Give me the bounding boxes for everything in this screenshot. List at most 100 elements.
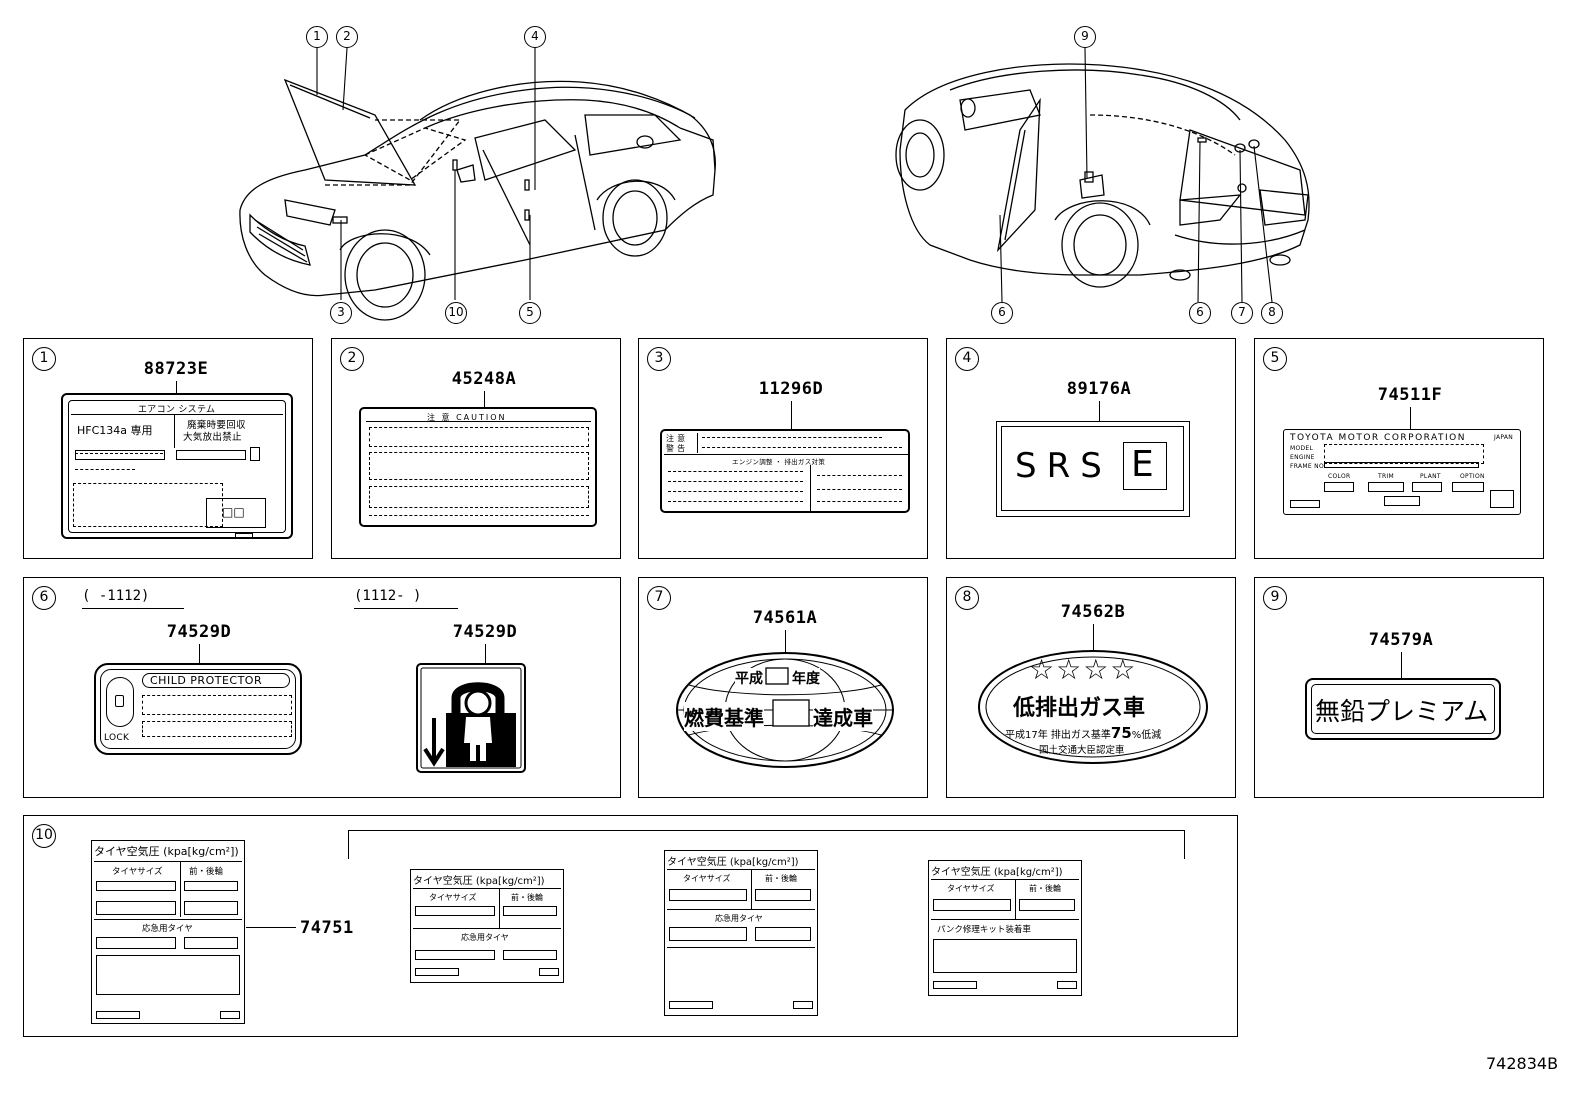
part-number: 74562B xyxy=(1060,602,1126,622)
panel-6-child-protector: 6 ( -1112) (1112- ) 74529D 74529D CHILD … xyxy=(23,577,621,798)
plant-label: PLANT xyxy=(1420,473,1441,480)
frame-label: FRAME NO. xyxy=(1290,463,1326,470)
panel-9-premium-unleaded: 9 74579A 無鉛プレミアム xyxy=(1254,577,1544,798)
panel-number: 5 xyxy=(1263,347,1287,371)
achieved-text: 達成車 xyxy=(813,702,873,731)
model-label: MODEL xyxy=(1290,445,1314,452)
part-number: 74579A xyxy=(1368,630,1434,650)
front-rear-label: 前・後輪 xyxy=(1029,884,1061,893)
panel-number: 9 xyxy=(1263,586,1287,610)
emission-standard-text: 平成17年 排出ガス基準75%低減 xyxy=(1005,724,1162,742)
srs-label: SRS E xyxy=(996,421,1190,517)
fiscal-year-suffix: 年度 xyxy=(792,668,820,688)
front-rear-label: 前・後輪 xyxy=(765,874,797,883)
srs-text: SRS xyxy=(1015,446,1112,486)
color-label: COLOR xyxy=(1328,473,1351,480)
spare-tire-label: 応急用タイヤ xyxy=(715,914,763,923)
range-until: ( -1112) xyxy=(82,588,150,604)
part-number: 74751 xyxy=(300,918,354,938)
range-from: (1112- ) xyxy=(354,588,422,604)
label-mark: □□ xyxy=(222,505,245,519)
tire-size-label: タイヤサイズ xyxy=(112,867,163,877)
low-emission-text: 低排出ガス車 xyxy=(1013,696,1146,721)
child-protector-label: CHILD PROTECTOR LOCK xyxy=(94,663,302,755)
tire-label-variant-d: タイヤ空気圧 (kpa[kg/cm²]) タイヤサイズ 前・後輪 パンク修理キッ… xyxy=(928,860,1082,996)
warning-line-2: 大気放出禁止 xyxy=(183,432,242,443)
panel-number: 6 xyxy=(32,586,56,610)
low-emission-emblem xyxy=(978,650,1208,764)
spare-tire-label: 応急用タイヤ xyxy=(142,924,193,934)
refrigerant-type: HFC134a 専用 xyxy=(77,424,153,437)
callout-4: 4 xyxy=(524,26,546,48)
caution-label: 注 意 CAUTION xyxy=(359,407,597,527)
lock-text: LOCK xyxy=(104,733,130,743)
warning-line-1: 廃棄時要回収 xyxy=(187,420,246,431)
row-warning: 警 告 xyxy=(666,444,686,453)
tire-size-label: タイヤサイズ xyxy=(429,893,477,902)
fuel-efficiency-emblem xyxy=(676,652,894,768)
panel-number: 1 xyxy=(32,347,56,371)
option-label: OPTION xyxy=(1460,473,1485,480)
part-number: 74561A xyxy=(752,608,818,628)
callout-6: 6 xyxy=(991,302,1013,324)
tire-title: タイヤ空気圧 (kpa[kg/cm²]) xyxy=(931,867,1063,878)
tire-title: タイヤ空気圧 (kpa[kg/cm²]) xyxy=(667,857,799,868)
part-number: 89176A xyxy=(1066,379,1132,399)
part-number: 11296D xyxy=(758,379,824,399)
emission-subheader: エンジン調整 ・ 排出ガス対策 xyxy=(732,458,826,466)
panel-8-low-emission: 8 74562B ☆☆☆☆ 低排出ガス車 平成17年 排出ガス基準75%低減 国… xyxy=(946,577,1236,798)
part-number: 88723E xyxy=(143,359,209,379)
panel-3-engine-label: 3 11296D 注 意 警 告 エンジン調整 ・ 排出ガス対策 xyxy=(638,338,928,559)
fuel-standard-text: 燃費基準 xyxy=(684,702,764,731)
repair-kit-label: パンク修理キット装着車 xyxy=(937,925,1031,935)
tire-label-main: タイヤ空気圧 (kpa[kg/cm²]) タイヤサイズ 前・後輪 応急用タイヤ xyxy=(91,840,245,1024)
vin-plate: TOYOTA MOTOR CORPORATION JAPAN MODEL ENG… xyxy=(1283,429,1521,515)
panel-2-caution-label: 2 45248A 注 意 CAUTION xyxy=(331,338,621,559)
premium-unleaded-text: 無鉛プレミアム xyxy=(1315,697,1489,726)
part-number-new: 74529D xyxy=(452,622,518,642)
aircon-label: エアコン システム HFC134a 専用 廃棄時要回収 大気放出禁止 □□ xyxy=(61,393,293,539)
part-number-old: 74529D xyxy=(166,622,232,642)
callout-6-rear: 6 xyxy=(1189,302,1211,324)
child-protector-text: CHILD PROTECTOR xyxy=(150,674,263,687)
tire-label-variant-c: タイヤ空気圧 (kpa[kg/cm²]) タイヤサイズ 前・後輪 応急用タイヤ xyxy=(664,850,818,1016)
panel-number: 7 xyxy=(647,586,671,610)
engine-emission-label: 注 意 警 告 エンジン調整 ・ 排出ガス対策 xyxy=(660,429,910,513)
tire-size-label: タイヤサイズ xyxy=(683,874,731,883)
row-caution: 注 意 xyxy=(666,434,686,443)
tire-size-label: タイヤサイズ xyxy=(947,884,995,893)
callout-8: 8 xyxy=(1261,302,1283,324)
panel-5-vin-plate: 5 74511F TOYOTA MOTOR CORPORATION JAPAN … xyxy=(1254,338,1544,559)
engine-label: ENGINE xyxy=(1290,454,1315,461)
panel-7-fuel-efficiency: 7 74561A 平成 年度 燃費基準 達成車 xyxy=(638,577,928,798)
diagram-id: 742834B xyxy=(1486,1054,1559,1073)
part-number: 74511F xyxy=(1377,385,1443,405)
callout-9: 9 xyxy=(1074,26,1096,48)
callout-2: 2 xyxy=(336,26,358,48)
fiscal-year-prefix: 平成 xyxy=(735,668,763,688)
panel-number: 3 xyxy=(647,347,671,371)
callout-1: 1 xyxy=(306,26,328,48)
trim-label: TRIM xyxy=(1378,473,1394,480)
panel-number: 4 xyxy=(955,347,979,371)
certification-text: 国土交通大臣認定車 xyxy=(1039,745,1125,756)
panel-4-srs-label: 4 89176A SRS E xyxy=(946,338,1236,559)
front-rear-label: 前・後輪 xyxy=(189,867,224,877)
callout-3: 3 xyxy=(330,302,352,324)
tire-title: タイヤ空気圧 (kpa[kg/cm²]) xyxy=(94,845,239,858)
caution-header: 注 意 CAUTION xyxy=(427,413,507,422)
panel-1-aircon-label: 1 88723E エアコン システム HFC134a 専用 廃棄時要回収 大気放… xyxy=(23,338,313,559)
panel-10-tire-pressure: 10 74751 タイヤ空気圧 (kpa[kg/cm²]) タイヤサイズ 前・後… xyxy=(23,815,1238,1037)
panel-number: 2 xyxy=(340,347,364,371)
maker-name: TOYOTA MOTOR CORPORATION xyxy=(1290,433,1466,443)
part-number: 45248A xyxy=(451,369,517,389)
front-car-illustration xyxy=(239,47,716,321)
callout-10: 10 xyxy=(445,302,467,324)
tire-label-variant-b: タイヤ空気圧 (kpa[kg/cm²]) タイヤサイズ 前・後輪 応急用タイヤ xyxy=(410,869,564,983)
premium-unleaded-label: 無鉛プレミアム xyxy=(1305,678,1501,740)
srs-letter: E xyxy=(1131,444,1154,485)
panel-number: 10 xyxy=(32,824,56,848)
label-header: エアコン システム xyxy=(138,405,216,415)
callout-5: 5 xyxy=(519,302,541,324)
child-lock-pictogram xyxy=(416,663,526,773)
